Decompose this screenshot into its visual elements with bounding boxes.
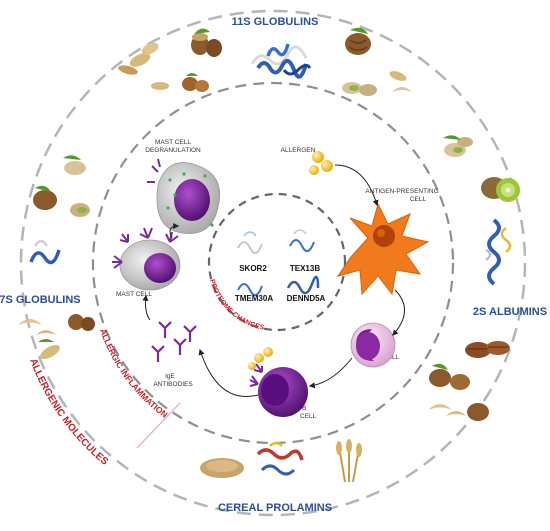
b-cell-label-b: B [302, 405, 306, 412]
mast-cell-degranulation-label-line1: MAST CELL [155, 139, 191, 146]
inner-dashed-ring [207, 192, 347, 332]
pistachio-icon [63, 155, 86, 175]
protein-structure-icon [286, 275, 320, 295]
antigen-presenting-cell [336, 202, 430, 296]
arrow-mast-to-degranulation [169, 223, 180, 239]
outer-dashed-ring [19, 9, 527, 517]
walnut-icon [467, 403, 489, 421]
pecan-icon [465, 341, 510, 358]
protein-label-tmem30a: TMEM30A [235, 294, 273, 303]
cashew-icon [428, 404, 466, 416]
hazelnut-icon [191, 28, 222, 57]
pistachio-icon [342, 82, 377, 96]
ige-antibodies-label: ANTIBODIES [153, 381, 193, 388]
arrow-th-to-b [308, 357, 353, 389]
pointer-line [136, 402, 181, 449]
peanut-icon [389, 71, 407, 81]
pistachio-icon [443, 135, 473, 157]
protein-label-tex13b: TEX13B [290, 264, 320, 273]
kiwi-icon [481, 177, 520, 202]
arrow-b-to-ige [198, 348, 259, 397]
wheat-icon [336, 439, 362, 483]
mast-cell [112, 227, 181, 291]
ring-title-11s-globulins: 11S GLOBULINS [232, 16, 319, 28]
cycle-arrows [142, 164, 405, 397]
apc-label-line1: ANTIGEN-PRESENTING [365, 188, 438, 195]
allergen-label: ALLERGEN [281, 147, 316, 154]
arrow-apc-to-th [392, 289, 405, 336]
protein-structure-icon [256, 441, 304, 476]
walnut-icon [345, 27, 371, 55]
protein-label-skor2: SKOR2 [239, 264, 267, 273]
arrow-allergen-to-apc [334, 164, 379, 207]
protein-structure-icon [485, 218, 512, 286]
peanut-icon [151, 82, 169, 90]
ige-antibodies [151, 321, 197, 362]
arrow-ige-to-mast [142, 294, 151, 321]
arc-label-allergic-inflammation: ALLERGIC INFLAMMATION [98, 327, 170, 419]
apc-label-line2: CELL [410, 196, 427, 203]
peanut-icon [118, 65, 138, 75]
mast-cell-degranulation-label-line2: DEGRANULATION [145, 147, 201, 154]
mast-cell-label: MAST CELL [116, 291, 152, 298]
ige-label: IgE [165, 373, 175, 380]
ring-title-2s-albumins: 2S ALBUMINS [473, 306, 547, 318]
protein-structure-icon [289, 229, 315, 253]
hazelnut-icon [182, 73, 209, 92]
center-proteins: SKOR2 TEX13B TMEM30A DENND5A [235, 229, 326, 303]
walnut-icon [429, 363, 470, 390]
cashew-icon [18, 319, 56, 335]
b-cell-label-cell: CELL [300, 413, 317, 420]
wheat-icon [200, 458, 244, 478]
protein-label-dennd5a: DENND5A [287, 294, 326, 303]
peanut-icon [129, 42, 159, 67]
peanut-icon [38, 339, 60, 359]
middle-dashed-ring [91, 81, 455, 445]
cashew-icon [392, 87, 412, 92]
walnut-icon [33, 185, 57, 210]
protein-structure-icon [237, 283, 263, 297]
protein-structure-icon [29, 239, 61, 265]
ring-title-7s-globulins: 7S GLOBULINS [0, 294, 81, 306]
arc-label-allergenic-molecules: ALLERGENIC MOLECULES [27, 357, 110, 468]
pistachio-icon [70, 203, 90, 217]
ring-title-cereal-prolamins: CEREAL PROLAMINS [218, 502, 332, 514]
b-cell [249, 363, 308, 417]
degranulating-mast-cell [147, 158, 221, 234]
protein-structure-icon [250, 43, 312, 79]
allergen-particles [248, 347, 273, 370]
th-cell [350, 322, 396, 368]
hazelnut-icon [68, 314, 95, 331]
allergen-particles [309, 151, 333, 175]
protein-structure-icon [237, 231, 263, 255]
arc-label-proteome-changes: PROTEOME CHANGES [208, 279, 265, 332]
